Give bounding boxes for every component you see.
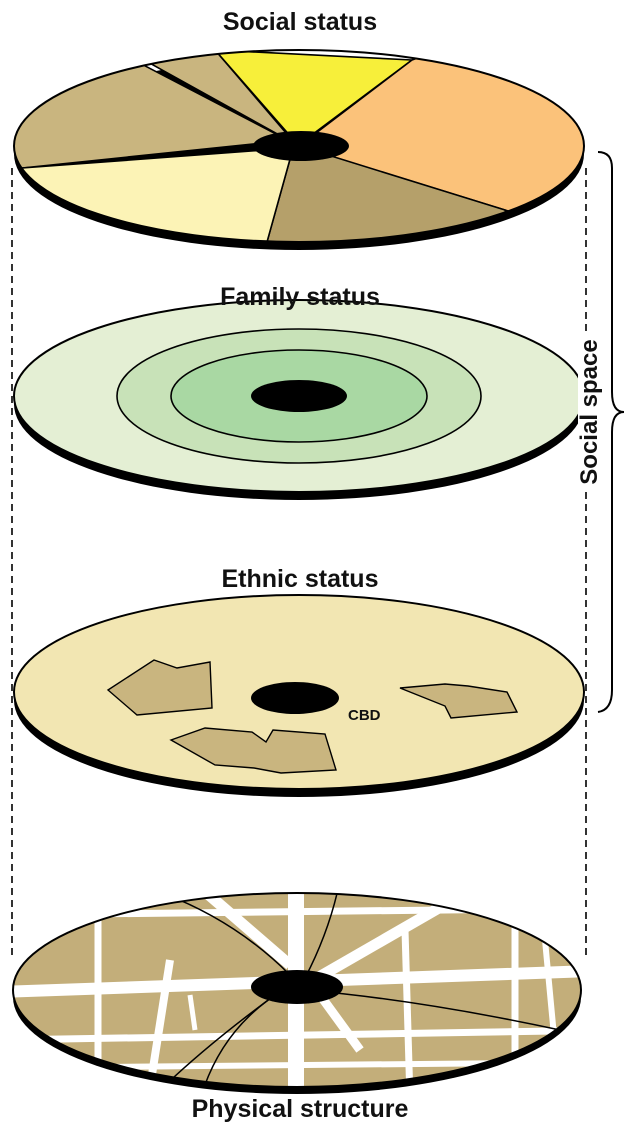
- ethnic-zone-right: [399, 683, 519, 719]
- layer-label-ethnic: Ethnic status: [221, 565, 379, 593]
- layer-label-physical: Physical structure: [191, 1095, 409, 1123]
- ethnic-status-disc: [13, 594, 585, 797]
- dashed-guides: [11, 168, 587, 960]
- physical-structure-disc: [12, 892, 582, 1094]
- cbd-core: [251, 380, 347, 412]
- social-space-label: Social space: [576, 335, 603, 489]
- ethnic-zone-left: [106, 659, 213, 716]
- social-space-bracket: [597, 151, 625, 713]
- layer-label-social: Social status: [222, 8, 378, 36]
- cbd-core: [251, 970, 343, 1004]
- social-status-disc: [13, 49, 585, 250]
- family-status-disc: [13, 299, 585, 500]
- layer-label-family: Family status: [220, 283, 380, 311]
- ethnic-zone-lower: [169, 727, 337, 774]
- cbd-core: [253, 131, 349, 161]
- cbd-core: [251, 682, 339, 714]
- cbd-label: CBD: [348, 707, 381, 724]
